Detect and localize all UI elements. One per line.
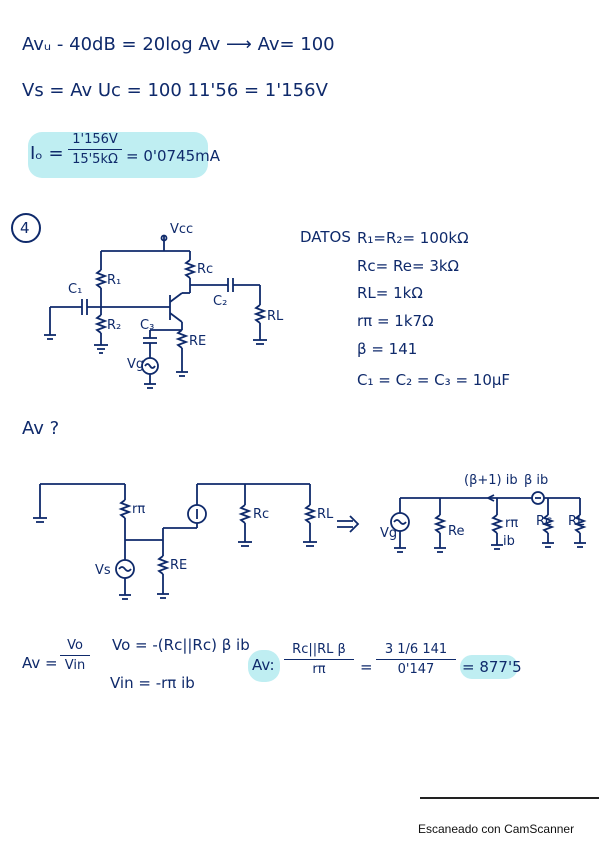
datos-item: rπ = 1k7Ω (357, 312, 434, 330)
datos-item: β = 141 (357, 340, 418, 358)
av2-highlight (248, 650, 280, 682)
equals-sign: = (360, 658, 373, 676)
c3-re-label: Re (448, 524, 465, 539)
av2-numerator: Rc||RL β (292, 642, 346, 657)
av-question: Av ? (22, 418, 60, 439)
rc-label: Rc (197, 262, 214, 277)
r2-label: R₂ (107, 318, 122, 333)
re-label: RE (189, 334, 207, 349)
c1-label: C₁ (68, 282, 83, 297)
av2-fraction: Rc||RL β rπ (284, 642, 354, 677)
datos-item: R₁=R₂= 100kΩ (357, 229, 469, 247)
problem-number-circle (11, 213, 41, 243)
c2-vs-label: Vs (95, 563, 111, 578)
io-denominator: 15'5kΩ (72, 152, 118, 167)
vcc-label: Vcc (170, 222, 194, 237)
io-highlight (28, 132, 208, 178)
r1-label: R₁ (107, 273, 122, 288)
rl-label: RL (267, 309, 284, 324)
c2-rl-label: RL (317, 507, 334, 522)
c3-label: C₃ (140, 318, 155, 333)
calc-numerator: 3 1/6 141 (384, 642, 448, 657)
datos-item: Rc= Re= 3kΩ (357, 257, 460, 275)
circuit1-wires (44, 234, 267, 389)
c3-current-label: (β+1) ib (464, 473, 518, 488)
av2-lhs: Av: (252, 656, 275, 674)
fraction-bar (60, 655, 90, 656)
fraction-bar (376, 659, 456, 660)
footer-divider (420, 797, 599, 799)
io-numerator: 1'156V (72, 132, 118, 147)
c3-vg-label: Vg (380, 526, 398, 541)
c2-re-label: RE (170, 558, 188, 573)
problem-number: 4 (20, 219, 30, 237)
c3-rl-label: RL (568, 514, 585, 529)
vg-label: Vg (127, 357, 145, 372)
vs-line: Vs = Av Uc = 100 11'56 = 1'156V (22, 80, 328, 101)
datos-item: RL= 1kΩ (357, 284, 423, 302)
vo-formula: Vo = -(Rc||Rc) β ib (112, 636, 250, 654)
fraction-bar (284, 659, 354, 660)
c2-label: C₂ (213, 294, 228, 309)
camscanner-footer: Escaneado con CamScanner (418, 822, 575, 836)
c3-ib-label: ib (503, 534, 515, 549)
av-db-line: Avᵤ - 40dB = 20log Av ⟶ Av= 100 (22, 34, 335, 55)
datos-item: C₁ = C₂ = C₃ = 10µF (357, 371, 511, 389)
datos-title: DATOS (300, 228, 351, 246)
av-numerator: Vo (67, 638, 83, 653)
io-fraction: 1'156V 15'5kΩ (68, 132, 122, 167)
av-denominator: Vin (64, 658, 86, 673)
calc-fraction: 3 1/6 141 0'147 (376, 642, 456, 677)
vin-formula: Vin = -rπ ib (110, 674, 195, 692)
c3-beta-ib-label: β ib (524, 473, 549, 488)
io-lhs: Iₒ = (30, 143, 64, 164)
c3-rpi-label: rπ (505, 516, 519, 531)
c2-rc-label: Rc (253, 507, 270, 522)
c2-rpi-label: rπ (132, 502, 146, 517)
circuit3-wires (390, 491, 587, 553)
av-lhs: Av = (22, 654, 58, 672)
c3-rc-label: Rc (536, 514, 553, 529)
circuit2-wires (33, 483, 360, 600)
result: = 877'5 (462, 658, 522, 676)
io-rhs: = 0'0745mA (126, 147, 221, 165)
av-fraction: Vo Vin (60, 638, 90, 673)
result-highlight (460, 655, 518, 679)
av2-denominator: rπ (312, 662, 326, 677)
fraction-bar (68, 149, 122, 150)
calc-denominator: 0'147 (397, 662, 435, 677)
